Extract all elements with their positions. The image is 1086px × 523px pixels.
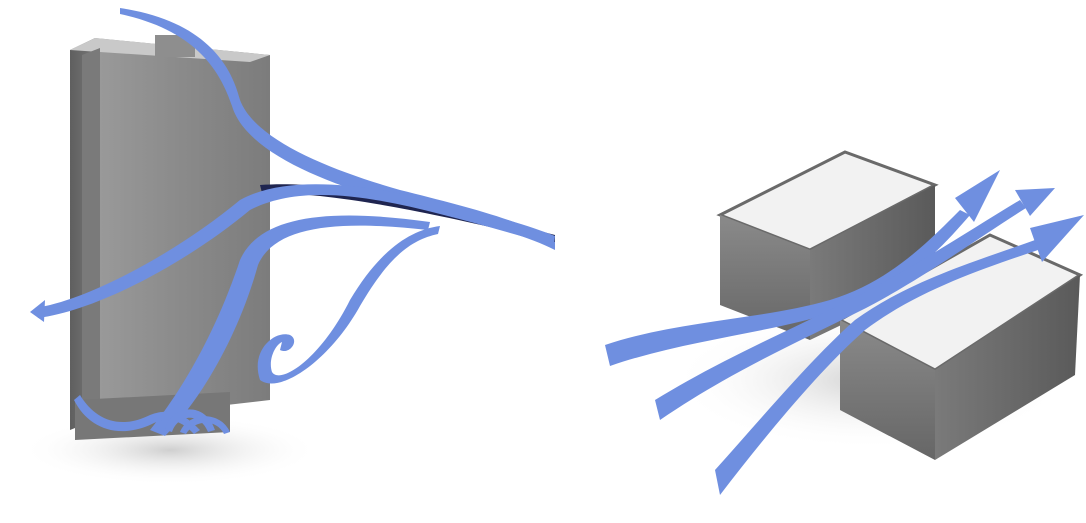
right-panel-two-blocks-airflow [590, 0, 1086, 523]
right-diagram-svg [590, 0, 1086, 523]
left-panel-tall-cell-airflow [0, 0, 560, 523]
tall-battery-cell [70, 35, 270, 440]
airflow-stream-left-arrowhead [30, 300, 45, 322]
cell-rib [82, 48, 100, 418]
left-diagram-svg [0, 0, 560, 523]
airflow-stream-curl-right [258, 226, 440, 383]
cell-front-face [95, 38, 270, 420]
